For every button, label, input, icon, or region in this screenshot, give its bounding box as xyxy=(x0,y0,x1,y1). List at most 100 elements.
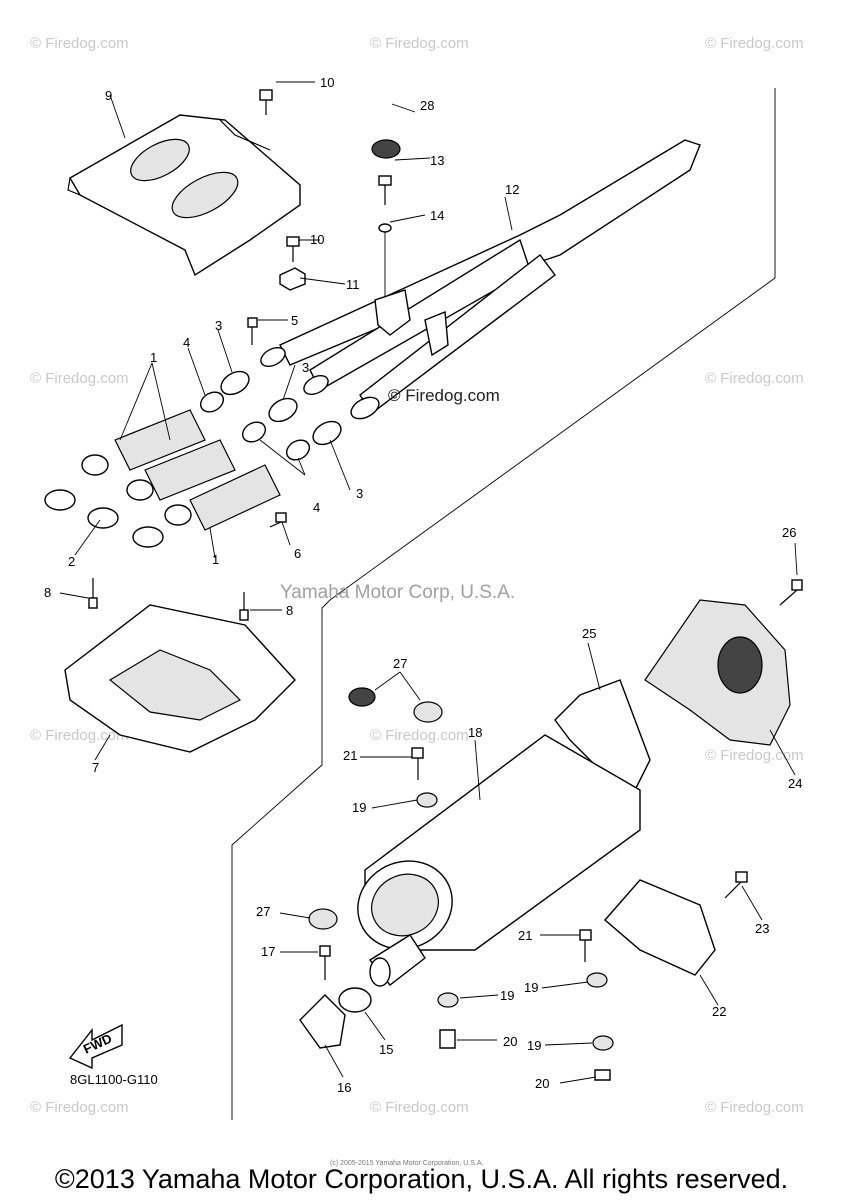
fwd-arrow-icon: FWD xyxy=(68,1023,123,1070)
callout-20b: 20 xyxy=(535,1076,549,1091)
callout-27b: 27 xyxy=(256,904,270,919)
grommet-27-upper-b xyxy=(413,701,443,723)
bracket-22 xyxy=(604,879,716,976)
watermark-bottom-left: © Firedog.com xyxy=(30,1099,129,1116)
callout-20a: 20 xyxy=(503,1034,517,1049)
watermark-mid-right: © Firedog.com xyxy=(705,370,804,387)
watermark-bottom-center: © Firedog.com xyxy=(370,1099,469,1116)
gasket-15 xyxy=(338,987,372,1013)
bolt-13 xyxy=(378,175,392,205)
clamps-3 xyxy=(220,370,342,446)
callout-15: 15 xyxy=(379,1042,393,1057)
callout-11: 11 xyxy=(346,277,360,292)
boundary-line xyxy=(231,88,776,1120)
gaskets-2 xyxy=(44,489,164,548)
callout-23: 23 xyxy=(755,921,769,936)
bolt-10-lower xyxy=(286,236,300,262)
callout-12: 12 xyxy=(505,182,519,197)
callout-5: 5 xyxy=(291,313,298,328)
collar-20-left xyxy=(439,1029,456,1049)
callout-19a: 19 xyxy=(352,800,366,815)
callout-26: 26 xyxy=(782,525,796,540)
footer-small-print: (c) 2005-2015 Yamaha Motor Corporation, … xyxy=(330,1160,484,1167)
bracket-16 xyxy=(299,994,346,1049)
rivet-8-right xyxy=(239,592,249,621)
inline-watermark-text: Firedog.com xyxy=(405,386,500,405)
callout-4b: 4 xyxy=(313,500,320,515)
bolt-21-lower xyxy=(579,929,592,962)
callout-24: 24 xyxy=(788,776,802,791)
heat-shield-lower-7 xyxy=(64,604,296,753)
bolt-5 xyxy=(247,317,258,345)
callout-10a: 10 xyxy=(320,75,334,90)
corner-watermarks: © Firedog.com © Firedog.com © Firedog.co… xyxy=(30,35,804,1116)
callout-1a: 1 xyxy=(150,350,157,365)
callout-13: 13 xyxy=(430,153,444,168)
callout-16: 16 xyxy=(337,1080,351,1095)
callout-1b: 1 xyxy=(212,552,219,567)
gaskets-4 xyxy=(199,391,311,461)
muffler-band-25 xyxy=(554,679,651,802)
exhaust-pipe-12 xyxy=(260,139,701,420)
callout-19b: 19 xyxy=(500,988,514,1003)
watermark-low-left: © Firedog.com xyxy=(30,727,129,744)
callout-19d: 19 xyxy=(527,1038,541,1053)
callout-21b: 21 xyxy=(518,928,532,943)
callout-3b: 3 xyxy=(302,360,309,375)
callout-2: 2 xyxy=(68,554,75,569)
diagram-code: 8GL1100-G110 xyxy=(70,1072,158,1087)
rivet-8-left xyxy=(88,578,98,609)
watermark-low-right: © Firedog.com xyxy=(705,747,804,764)
callout-25: 25 xyxy=(582,626,596,641)
bolt-6 xyxy=(269,512,287,528)
callout-numbers: 1 1 2 3 3 3 4 4 5 6 7 8 8 9 10 10 11 12 … xyxy=(44,75,802,1095)
bolt-17 xyxy=(319,945,331,980)
callout-4a: 4 xyxy=(183,335,190,350)
damper-19-left xyxy=(437,992,459,1008)
muffler-cover-24 xyxy=(644,599,791,746)
flex-boots-1 xyxy=(81,409,281,531)
leader-lines xyxy=(59,81,798,1084)
callout-19c: 19 xyxy=(524,980,538,995)
grommet-27-lower xyxy=(308,908,338,930)
callout-17: 17 xyxy=(261,944,275,959)
callout-14: 14 xyxy=(430,208,444,223)
heat-shield-top xyxy=(67,114,301,277)
damper-19-right-b xyxy=(592,1035,614,1051)
callout-10b: 10 xyxy=(310,232,324,247)
watermark-bottom-right: © Firedog.com xyxy=(705,1099,804,1116)
watermark-top-right: © Firedog.com xyxy=(705,35,804,52)
collar-20-right xyxy=(594,1069,611,1081)
cap-28 xyxy=(371,139,401,159)
inline-watermark: © Firedog.com xyxy=(388,386,500,406)
callout-8b: 8 xyxy=(286,603,293,618)
damper-19-upper xyxy=(416,792,438,808)
callout-27a: 27 xyxy=(393,656,407,671)
washer-14 xyxy=(378,223,392,233)
callout-3c: 3 xyxy=(356,486,363,501)
bolt-21-upper xyxy=(411,747,424,780)
cover-hole xyxy=(717,636,763,694)
callout-7: 7 xyxy=(92,760,99,775)
nut-11 xyxy=(279,267,306,291)
watermark-mid-left: © Firedog.com xyxy=(30,370,129,387)
callout-22: 22 xyxy=(712,1004,726,1019)
callout-28: 28 xyxy=(420,98,434,113)
watermark-low-center: © Firedog.com xyxy=(370,727,469,744)
bolt-10-upper xyxy=(259,89,273,115)
footer-copyright: ©2013 Yamaha Motor Corporation, U.S.A. A… xyxy=(54,1164,789,1194)
damper-19-right-a xyxy=(586,972,608,988)
watermark-top-center: © Firedog.com xyxy=(370,35,469,52)
bolt-23 xyxy=(724,871,748,899)
callout-3a: 3 xyxy=(215,318,222,333)
callout-9: 9 xyxy=(105,88,112,103)
center-watermark: Yamaha Motor Corp, U.S.A. xyxy=(280,582,516,603)
callout-6: 6 xyxy=(294,546,301,561)
watermark-top-left: © Firedog.com xyxy=(30,35,129,52)
callout-21a: 21 xyxy=(343,748,357,763)
callout-18: 18 xyxy=(468,725,482,740)
copyright-icon: © xyxy=(388,386,401,405)
grommet-27-upper-a xyxy=(348,687,376,707)
callout-8a: 8 xyxy=(44,585,51,600)
